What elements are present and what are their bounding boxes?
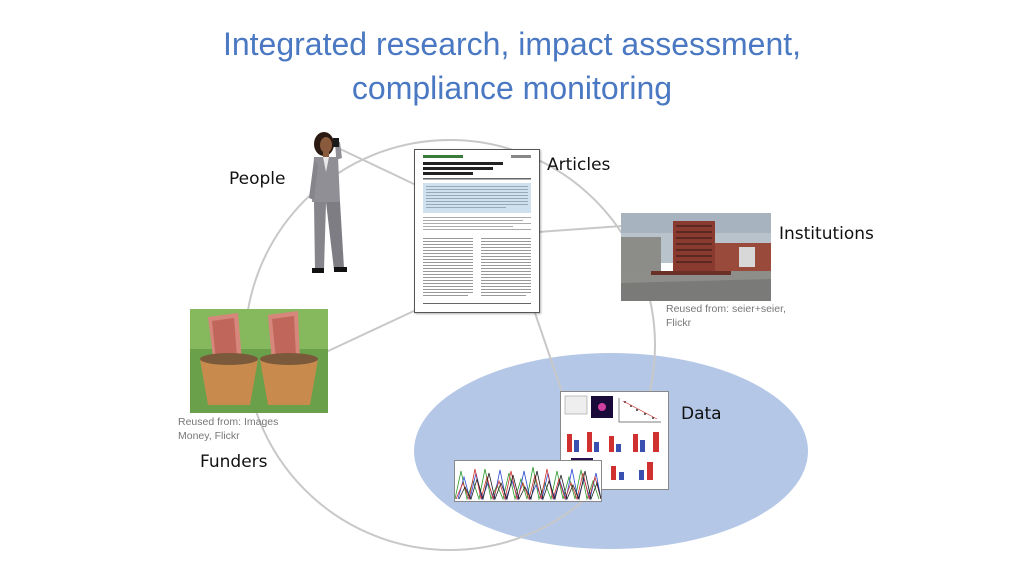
institution-building-image: [621, 213, 771, 301]
connector-funders-articles: [325, 309, 417, 353]
connector-articles-institutions: [537, 225, 623, 233]
funders-credit-line-1: Reused from: Images: [178, 416, 279, 428]
article-page-graphic: [423, 155, 531, 304]
articles-label: Articles: [547, 155, 611, 175]
funders-credit: Reused from: Images Money, Flickr: [178, 415, 278, 443]
chromatogram-thumbnail: [454, 460, 602, 502]
data-label: Data: [681, 404, 722, 424]
businesswoman-image: [309, 132, 347, 273]
institutions-credit-line-2: Flickr: [666, 317, 692, 329]
chromatogram-graphic: [455, 466, 601, 501]
title-line-2: compliance monitoring: [351, 70, 673, 106]
people-label: People: [229, 169, 286, 189]
funders-credit-line-2: Money, Flickr: [178, 430, 240, 442]
connector-people-articles: [337, 147, 417, 186]
institutions-credit-line-1: Reused from: seier+seier,: [666, 303, 786, 315]
connector-articles-data: [533, 309, 563, 393]
article-thumbnail: [414, 149, 540, 313]
institutions-label: Institutions: [779, 224, 874, 244]
title-line-1: Integrated research, impact assessment,: [222, 26, 802, 62]
institutions-credit: Reused from: seier+seier, Flickr: [666, 302, 786, 330]
money-pots-image: [190, 309, 328, 413]
slide-title: Integrated research, impact assessment, …: [0, 22, 1024, 110]
funders-label: Funders: [200, 452, 268, 472]
